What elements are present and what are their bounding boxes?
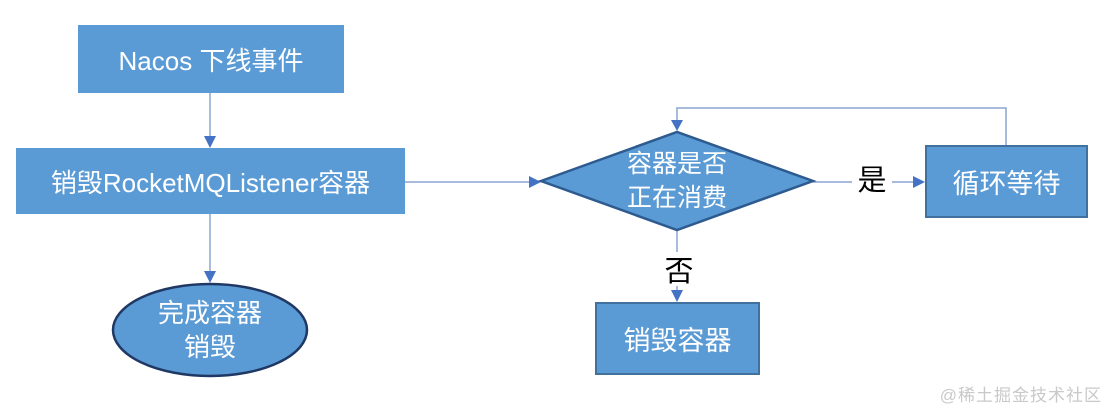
node-loop-wait: 循环等待 [925,145,1088,218]
node-nacos-offline-event: Nacos 下线事件 [78,25,344,93]
node-is-consuming: 容器是否 正在消费 [561,140,793,224]
watermark: @稀土掘金技术社区 [939,386,1102,405]
edge-event-to-destroy-arrowhead [204,136,216,148]
node-destroy-listener-container: 销毁RocketMQListener容器 [16,148,405,214]
node-complete-destroy: 完成容器 销毁 [112,283,308,377]
edge-loopback-line [676,107,1007,145]
edge-destroy-to-decision-arrowhead [529,176,541,188]
edge-label-no: 否 [660,252,698,288]
node-complete-destroy-label-line2: 销毁 [183,332,236,362]
edge-yes-arrowhead [913,176,925,188]
edge-label-yes: 是 [852,160,892,197]
node-nacos-offline-event-label: Nacos 下线事件 [118,45,304,76]
node-loop-wait-label: 循环等待 [952,169,1061,199]
edge-loopback-arrowhead [671,120,683,131]
edge-no-arrowhead [671,290,683,302]
node-is-consuming-label-line1: 容器是否 [626,150,727,179]
edge-label-yes-text: 是 [857,165,887,197]
ellipse-complete-destroy-shape [111,282,309,378]
edge-destroy-to-complete-arrowhead [204,271,216,283]
diamond-is-consuming-shape [537,130,817,232]
node-destroy-container-label: 销毁容器 [623,326,732,356]
node-destroy-container: 销毁容器 [595,302,760,375]
node-destroy-listener-container-label: 销毁RocketMQListener容器 [50,167,371,198]
edge-label-no-text: 否 [664,256,694,288]
node-complete-destroy-label-line1: 完成容器 [157,297,262,328]
node-is-consuming-label-line2: 正在消费 [626,184,727,212]
